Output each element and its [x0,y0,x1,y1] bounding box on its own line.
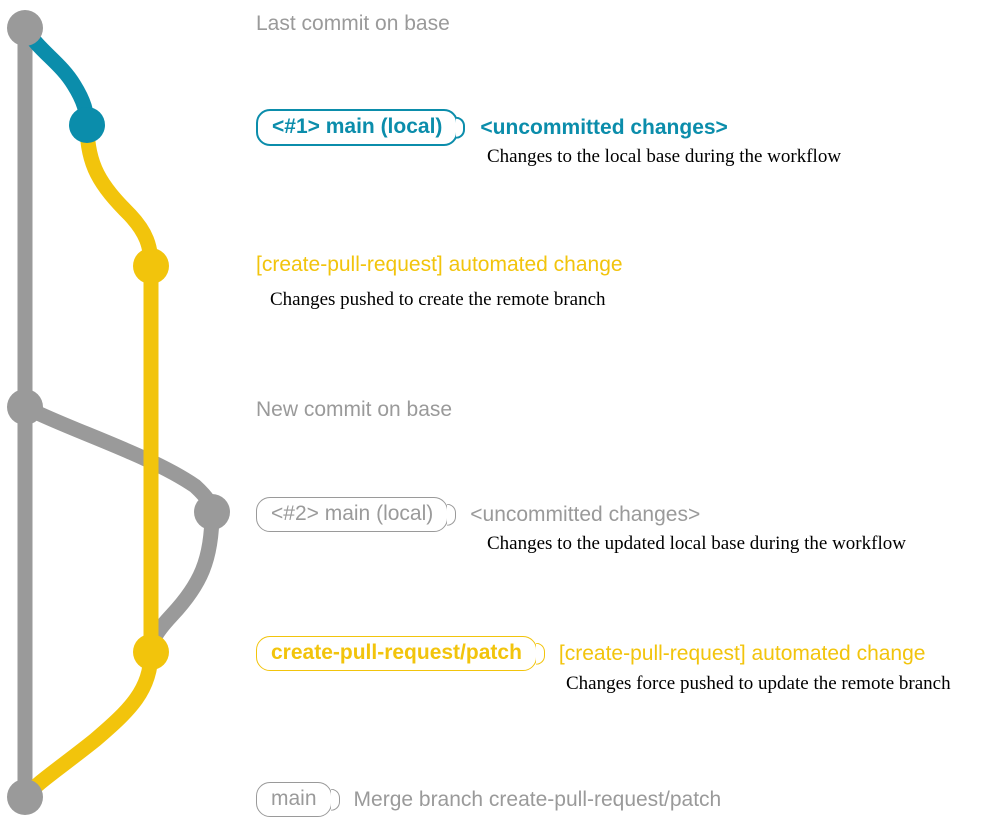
headline-automated-change-2: [create-pull-request] automated change [558,641,926,665]
branch-tag-local-main-2[interactable]: <#2> main (local) [256,497,449,533]
note-automated-change-1: Changes pushed to create the remote bran… [270,289,606,310]
headline-merge-commit: Merge branch create-pull-request/patch [353,787,722,811]
annotation-last-commit-on-base: Last commit on base [256,12,450,36]
yellow-upper-line [79,117,159,274]
commit-node-base-head[interactable] [7,10,43,46]
annotation-automated-change-2: create-pull-request/patch [create-pull-r… [256,636,926,672]
annotation-new-commit-on-base: New commit on base [256,398,452,422]
branch-tag-create-pull-request-patch[interactable]: create-pull-request/patch [256,636,537,672]
headline-local-main-2: <uncommitted changes> [470,502,701,526]
annotation-local-main-2: <#2> main (local) <uncommitted changes> [256,497,701,533]
annotation-merge-commit: main Merge branch create-pull-request/pa… [256,782,722,818]
headline-automated-change-1: [create-pull-request] automated change [256,253,623,276]
commit-node-pr-commit-1[interactable] [133,248,169,284]
headline-last-commit-on-base: Last commit on base [256,12,450,35]
note-local-main-2: Changes to the updated local base during… [487,533,906,554]
branch-tag-local-main-1[interactable]: <#1> main (local) [256,109,459,147]
commit-node-local-change-2[interactable] [194,494,230,530]
commit-node-merge[interactable] [7,779,43,815]
branch-tag-main[interactable]: main [256,782,332,818]
headline-new-commit-on-base: New commit on base [256,398,453,421]
commit-node-local-change-1[interactable] [69,107,105,143]
yellow-merge-line [17,644,159,805]
commit-node-base-new-commit[interactable] [7,389,43,425]
commit-node-pr-commit-2[interactable] [133,634,169,670]
headline-local-main-1: <uncommitted changes> [480,115,728,139]
annotation-local-main-1: <#1> main (local) <uncommitted changes> [256,109,728,147]
note-automated-change-2: Changes force pushed to update the remot… [566,673,951,694]
note-local-main-1: Changes to the local base during the wor… [487,146,842,167]
annotation-automated-change-1: [create-pull-request] automated change [256,253,623,277]
